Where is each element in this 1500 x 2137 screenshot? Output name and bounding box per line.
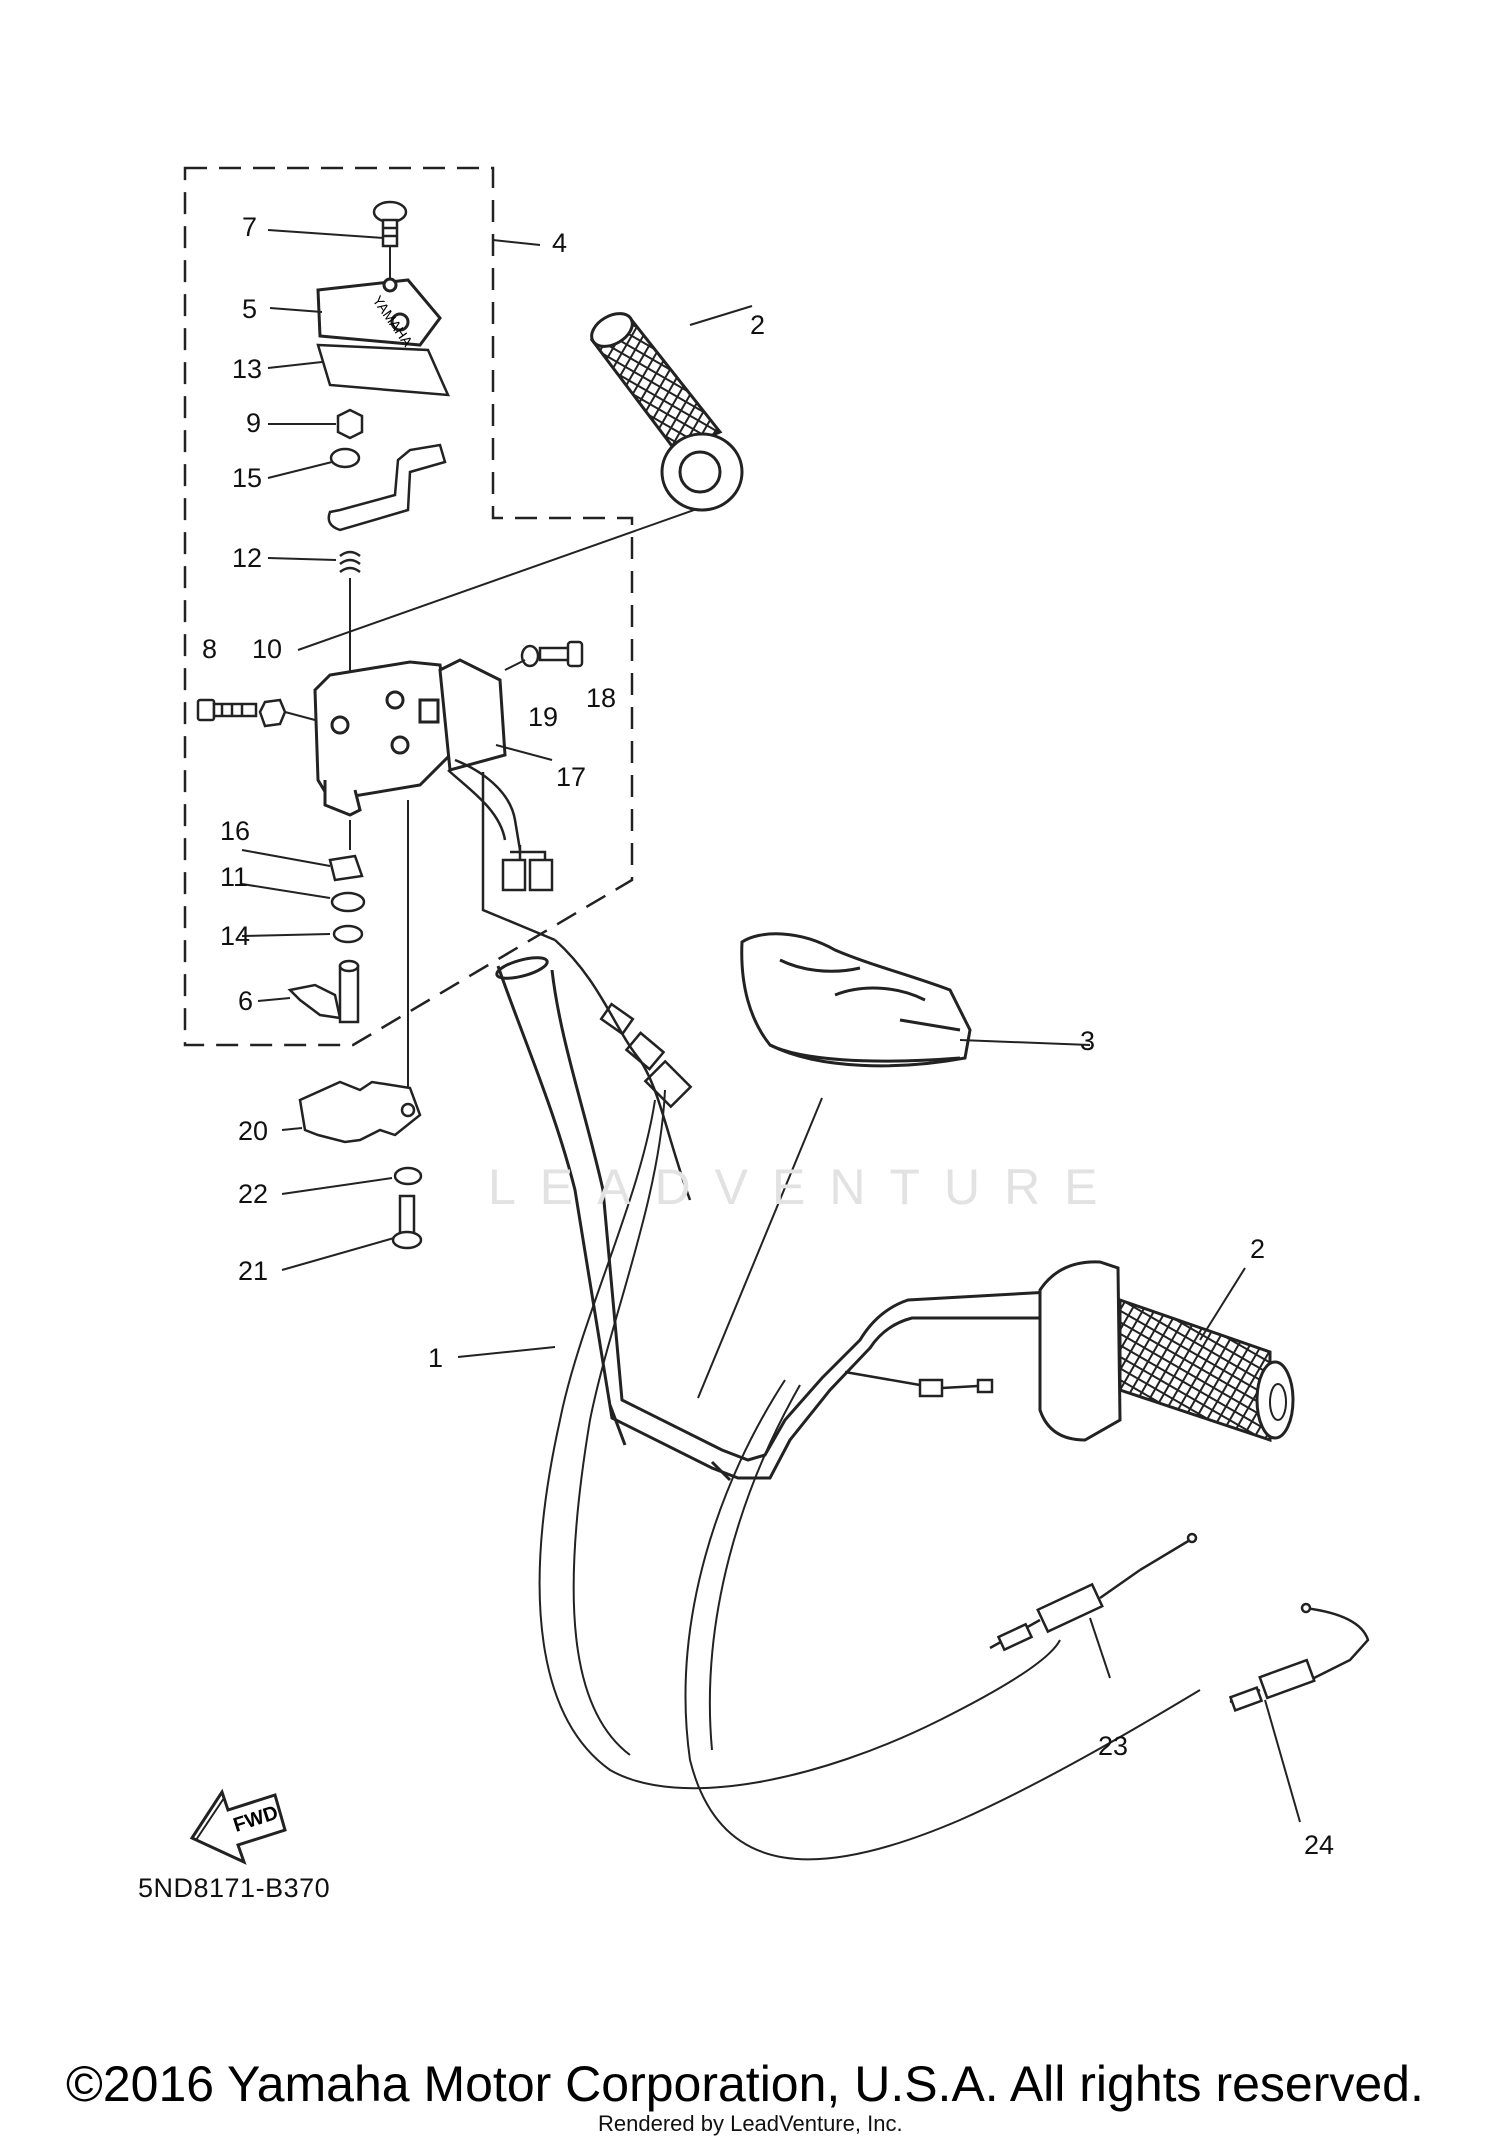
copyright-text: ©2016 Yamaha Motor Corporation, U.S.A. A… bbox=[66, 2056, 1424, 2112]
callout-24: 24 bbox=[1304, 1830, 1334, 1860]
callout-19: 19 bbox=[528, 702, 558, 732]
callout-18: 18 bbox=[586, 683, 616, 713]
cable-24 bbox=[1228, 1602, 1370, 1712]
cable-fittings bbox=[844, 1370, 994, 1398]
throttle-cable bbox=[481, 772, 693, 1201]
callout-13: 13 bbox=[232, 354, 262, 384]
washer-22 bbox=[393, 1166, 423, 1186]
fwd-arrow-icon bbox=[189, 1788, 287, 1865]
insulator-16 bbox=[328, 854, 364, 882]
nut-9 bbox=[336, 408, 364, 440]
throttle-housing bbox=[313, 658, 507, 817]
grip-top bbox=[589, 312, 744, 512]
bracket bbox=[327, 443, 447, 532]
handlebar-pad bbox=[740, 932, 972, 1068]
callout-2-right: 2 bbox=[1250, 1234, 1265, 1264]
callout-7: 7 bbox=[242, 212, 257, 242]
leader-pad bbox=[697, 1097, 823, 1399]
callout-14: 14 bbox=[220, 921, 250, 951]
leader-lines bbox=[241, 229, 1301, 1823]
washer-15 bbox=[329, 447, 361, 469]
screw-21 bbox=[391, 1194, 423, 1250]
housing-cover bbox=[316, 277, 442, 347]
throttle-lever bbox=[287, 959, 360, 1024]
callout-11: 11 bbox=[220, 862, 248, 892]
callout-6: 6 bbox=[238, 986, 253, 1016]
callout-12: 12 bbox=[232, 543, 262, 573]
washer-19 bbox=[520, 644, 540, 668]
leader-grip-top bbox=[297, 497, 729, 651]
lower-clamp bbox=[298, 1080, 422, 1144]
washer-11 bbox=[330, 891, 366, 913]
callout-1: 1 bbox=[428, 1343, 443, 1373]
callout-22: 22 bbox=[238, 1179, 268, 1209]
rendered-by-text: Rendered by LeadVenture, Inc. bbox=[598, 2111, 903, 2136]
callout-21: 21 bbox=[238, 1256, 268, 1286]
gasket bbox=[316, 343, 451, 397]
screw-8 bbox=[196, 698, 258, 722]
callout-20: 20 bbox=[238, 1116, 268, 1146]
callout-5: 5 bbox=[242, 294, 257, 324]
handlebar bbox=[495, 956, 1051, 1482]
callout-4: 4 bbox=[552, 228, 567, 258]
callout-15: 15 bbox=[232, 463, 262, 493]
cable-loops bbox=[538, 1089, 1201, 1861]
nut-10 bbox=[258, 698, 287, 728]
callout-10: 10 bbox=[252, 634, 282, 664]
watermark: LEADVENTURE bbox=[488, 1159, 1122, 1215]
callout-labels: 1 2 2 3 4 5 6 7 8 9 10 11 12 13 14 15 16… bbox=[202, 212, 1334, 1860]
callout-2-top: 2 bbox=[750, 310, 765, 340]
callout-23: 23 bbox=[1098, 1731, 1128, 1761]
spring-12 bbox=[339, 550, 361, 574]
callout-3: 3 bbox=[1080, 1026, 1095, 1056]
screw-18 bbox=[538, 640, 584, 668]
cable-23 bbox=[989, 1532, 1198, 1652]
callout-9: 9 bbox=[246, 408, 261, 438]
screw-7 bbox=[372, 200, 408, 248]
callout-17: 17 bbox=[556, 762, 586, 792]
diagram-code: 5ND8171-B370 bbox=[138, 1873, 331, 1903]
washer-14 bbox=[332, 924, 364, 944]
callout-16: 16 bbox=[220, 816, 250, 846]
grip-right bbox=[1038, 1260, 1295, 1443]
wire-connector bbox=[447, 758, 554, 892]
callout-8: 8 bbox=[202, 634, 217, 664]
